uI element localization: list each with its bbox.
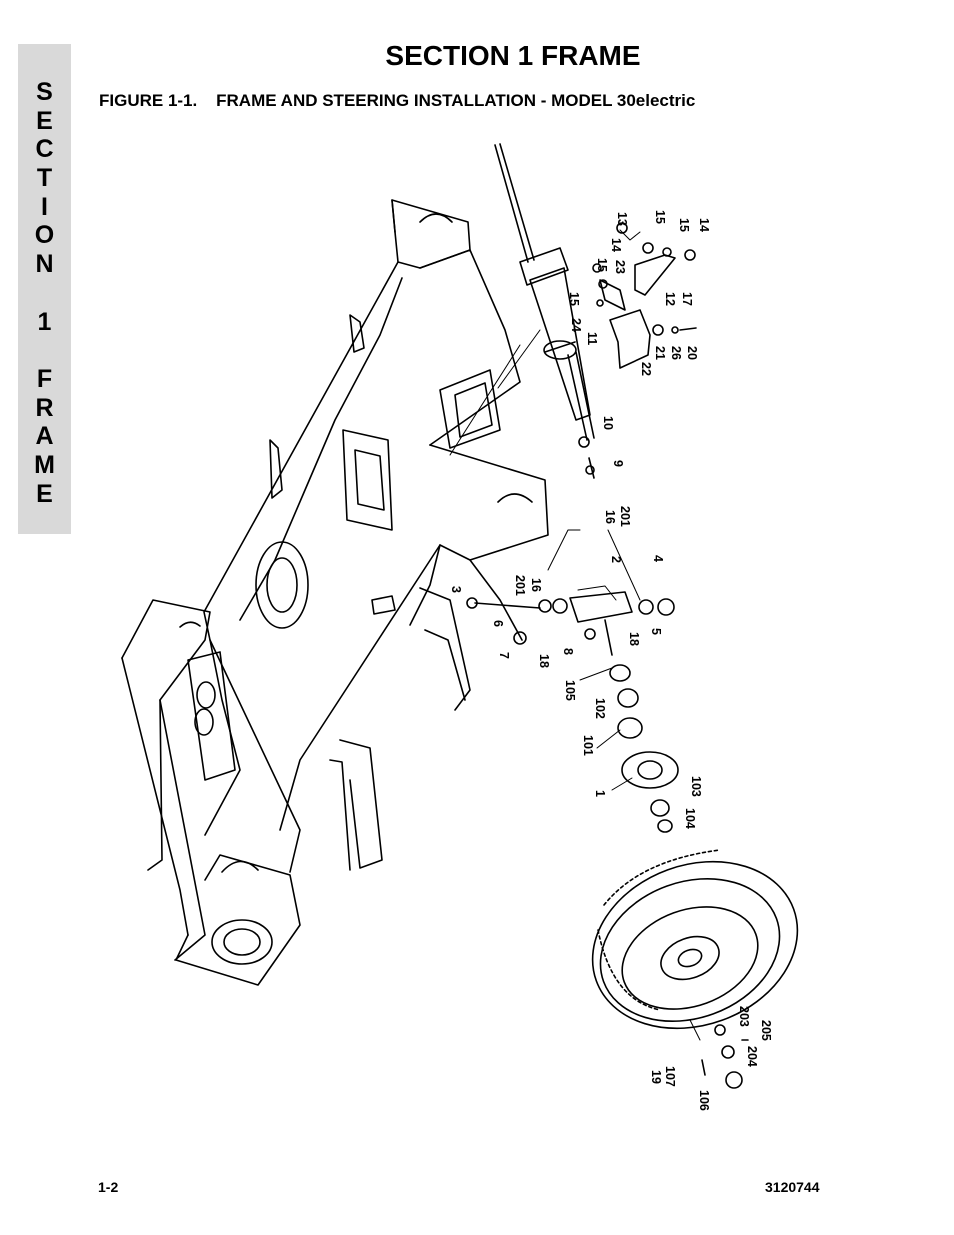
callout-19: 19 bbox=[649, 1070, 663, 1084]
callout-18: 18 bbox=[627, 632, 641, 646]
side-letter: F bbox=[36, 364, 53, 393]
callout-1: 1 bbox=[593, 790, 607, 797]
callout-106: 106 bbox=[697, 1090, 711, 1111]
side-letter: C bbox=[35, 135, 54, 164]
callout-201: 201 bbox=[618, 506, 632, 527]
side-letter: T bbox=[36, 164, 53, 193]
figure-title: FIGURE 1-1. FRAME AND STEERING INSTALLAT… bbox=[99, 91, 696, 110]
callout-105: 105 bbox=[563, 680, 577, 701]
callout-12: 12 bbox=[663, 292, 677, 306]
callout-24: 24 bbox=[569, 318, 583, 332]
section-side-tab: S E C T I O N 1 F R A M E bbox=[18, 44, 71, 534]
callout-205: 205 bbox=[759, 1020, 773, 1041]
callout-15: 15 bbox=[567, 292, 581, 306]
callout-15: 15 bbox=[653, 210, 667, 224]
callout-20: 20 bbox=[685, 346, 699, 360]
callout-7: 7 bbox=[497, 652, 511, 659]
callout-10: 10 bbox=[601, 416, 615, 430]
spindle-assembly bbox=[466, 591, 679, 833]
callout-18: 18 bbox=[537, 654, 551, 668]
side-letter: O bbox=[34, 221, 55, 250]
steering-column bbox=[494, 143, 595, 441]
side-letter: E bbox=[36, 106, 53, 135]
callout-103: 103 bbox=[689, 776, 703, 797]
callout-14: 14 bbox=[697, 218, 711, 232]
callout-15: 15 bbox=[595, 258, 609, 272]
callout-9: 9 bbox=[611, 460, 625, 467]
callout-11: 11 bbox=[585, 332, 599, 345]
callout-4: 4 bbox=[651, 555, 665, 562]
side-letter: 1 bbox=[37, 307, 52, 336]
leader-lines bbox=[449, 229, 701, 1041]
callout-104: 104 bbox=[683, 808, 697, 829]
callout-107: 107 bbox=[663, 1066, 677, 1087]
side-letter: A bbox=[35, 422, 54, 451]
callout-201: 201 bbox=[513, 575, 527, 596]
wheel-tire bbox=[591, 849, 799, 1089]
callout-26: 26 bbox=[669, 346, 683, 360]
side-letter: E bbox=[36, 479, 53, 508]
callout-3: 3 bbox=[449, 586, 463, 593]
callout-13: 13 bbox=[615, 212, 629, 226]
side-letter: S bbox=[36, 78, 53, 106]
callout-6: 6 bbox=[491, 620, 505, 627]
callout-8: 8 bbox=[561, 648, 575, 655]
callout-labels: 13 15 15 14 14 15 23 12 17 15 24 11 22 2… bbox=[449, 210, 773, 1111]
page-number: 1-2 bbox=[98, 1179, 119, 1195]
callout-102: 102 bbox=[593, 698, 607, 719]
callout-14: 14 bbox=[609, 238, 623, 252]
callout-21: 21 bbox=[653, 346, 667, 360]
callout-203: 203 bbox=[737, 1006, 751, 1027]
steering-brackets bbox=[578, 222, 697, 479]
callout-23: 23 bbox=[613, 260, 627, 274]
side-letter: I bbox=[41, 192, 48, 221]
section-title: SECTION 1 FRAME bbox=[385, 40, 641, 71]
callout-17: 17 bbox=[680, 292, 694, 306]
callout-16: 16 bbox=[529, 578, 543, 592]
callout-204: 204 bbox=[745, 1046, 759, 1067]
callout-101: 101 bbox=[581, 735, 595, 756]
callout-2: 2 bbox=[609, 556, 623, 563]
side-letter: R bbox=[35, 393, 54, 422]
side-letter: N bbox=[35, 250, 54, 279]
callout-16: 16 bbox=[603, 510, 617, 524]
chassis-frame bbox=[121, 199, 549, 986]
callout-5: 5 bbox=[649, 628, 663, 635]
callout-15: 15 bbox=[677, 218, 691, 232]
side-tab-letters: S E C T I O N 1 F R A M E bbox=[18, 78, 71, 508]
document-number: 3120744 bbox=[765, 1179, 820, 1195]
side-letter: M bbox=[34, 450, 55, 479]
callout-22: 22 bbox=[639, 362, 653, 376]
